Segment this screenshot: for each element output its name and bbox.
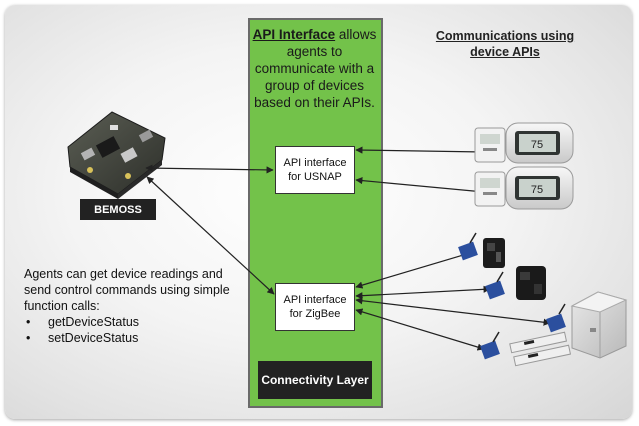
arrow-zigbee-device-3 — [355, 297, 551, 326]
arrow-usnap-thermostat-2 — [355, 177, 485, 195]
zigbee-device-2 — [485, 266, 546, 300]
thermostat-1-reading: 75 — [531, 139, 543, 151]
usnap-interface-box: API interface for USNAP — [275, 146, 355, 194]
arrow-zigbee-device-2 — [355, 285, 491, 300]
zigbee-interface-box: API interface for ZigBee — [275, 283, 355, 331]
api-interface-heading: API Interface — [252, 27, 336, 42]
api-interface-body: allows agents to communicate with a grou… — [254, 27, 377, 110]
thermostat-2-reading: 75 — [531, 184, 543, 196]
arrow-bemoss-zigbee — [146, 176, 275, 295]
function-item-set: setDeviceStatus — [24, 330, 239, 346]
communications-title: Communications using device APIs — [435, 29, 575, 59]
bemoss-label: BEMOSS — [80, 199, 156, 220]
arrow-bemoss-usnap — [145, 164, 274, 174]
bemoss-board-image — [67, 111, 166, 199]
zigbee-device-3 — [546, 291, 628, 359]
function-item-get: getDeviceStatus — [24, 314, 239, 330]
api-interface-description: API Interface allows agents to communica… — [250, 26, 379, 111]
function-list: getDeviceStatus setDeviceStatus — [24, 314, 239, 346]
zigbee-device-1 — [458, 232, 505, 268]
thermostat-device-1: 75 — [474, 122, 574, 164]
thermostat-device-2: 75 — [474, 166, 574, 210]
connector-arrows — [145, 146, 551, 351]
arrow-zigbee-device-4 — [355, 308, 485, 351]
zigbee-device-4 — [480, 331, 572, 367]
connectivity-layer-label: Connectivity Layer — [258, 361, 372, 399]
arrow-zigbee-device-1 — [355, 251, 471, 289]
arrow-usnap-thermostat-1 — [355, 146, 485, 156]
